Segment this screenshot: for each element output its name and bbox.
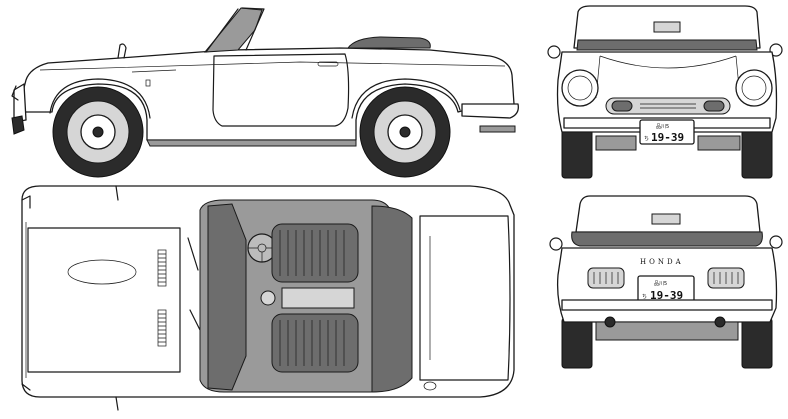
top-bonnet xyxy=(27,227,181,373)
headlight-icon-right xyxy=(735,69,773,107)
seat-icon-passenger xyxy=(271,313,359,373)
top-center-console xyxy=(281,287,355,309)
top-windshield xyxy=(207,203,247,391)
top-bonnet-scoop xyxy=(67,259,137,285)
rear-plate-number: 19-39 xyxy=(650,289,683,302)
rear-badge: HONDA xyxy=(640,258,684,266)
side-door xyxy=(212,53,350,127)
rear-plate-hiragana: ち xyxy=(642,294,647,300)
side-front-wheel xyxy=(52,86,144,178)
front-plate-hiragana: ち xyxy=(644,136,649,142)
side-rear-wheel xyxy=(359,86,451,178)
seat-icon-driver xyxy=(271,223,359,283)
side-front-bumper xyxy=(13,83,27,123)
top-folded-top xyxy=(371,205,413,393)
side-folded-top xyxy=(347,36,431,49)
rear-folded-top xyxy=(571,231,763,247)
rear-taillight-right xyxy=(707,267,745,289)
headlight-icon-left xyxy=(561,69,599,107)
door-handle xyxy=(317,61,339,67)
top-vent-front xyxy=(157,249,167,287)
steering-wheel-icon xyxy=(247,233,277,263)
rear-view: HONDA 品川5 ち 19-39 xyxy=(549,195,783,369)
rear-bumper xyxy=(561,299,773,311)
side-rear-bumper xyxy=(461,103,519,119)
front-view: 品川5 ち 19-39 xyxy=(547,5,783,179)
side-mirror xyxy=(117,43,127,59)
rear-taillight-left xyxy=(587,267,625,289)
top-view xyxy=(21,185,515,411)
side-view xyxy=(11,7,519,178)
side-windshield xyxy=(203,7,263,53)
front-plate-number: 19-39 xyxy=(651,131,684,144)
top-vent-rear xyxy=(157,309,167,347)
front-license-plate: 品川5 ち 19-39 xyxy=(639,119,695,145)
front-grille xyxy=(605,97,731,115)
rear-plate-region: 品川5 xyxy=(654,281,667,287)
rear-license-plate: 品川5 ち 19-39 xyxy=(637,275,695,303)
front-plate-region: 品川5 xyxy=(656,124,669,130)
